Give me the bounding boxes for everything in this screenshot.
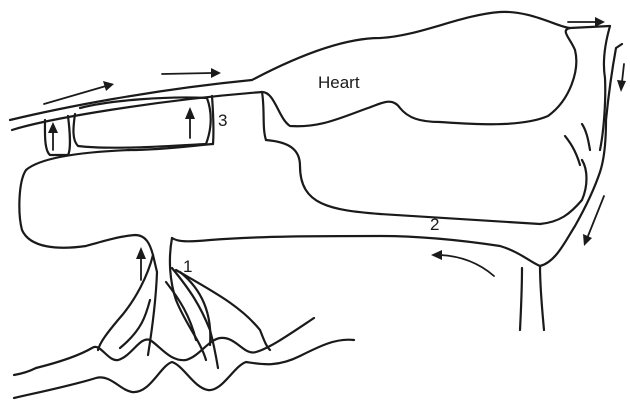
gill-vessel-4: [172, 268, 218, 368]
heart-chamber: [262, 28, 576, 126]
arrow-ventral-left: [431, 250, 494, 276]
gill-vessel-1: [98, 255, 153, 350]
heart-label: Heart: [318, 73, 360, 92]
ventral-vessel-upper-wall: [266, 140, 587, 224]
arrow-top-center: [162, 68, 221, 78]
gill-arch-left: [14, 368, 36, 375]
arrow-up-small-loop: [48, 122, 58, 150]
descending-vessel-left: [520, 268, 522, 330]
gill-arch-lower: [14, 340, 354, 398]
side-branch-upper: [565, 136, 580, 165]
marker-1: 1: [183, 257, 192, 276]
arrow-up-large-loop: [185, 107, 195, 138]
ventral-vessel-lower-wall: [172, 44, 622, 266]
arrow-right-down-upper: [617, 64, 626, 92]
vessel-3-wall-right: [262, 92, 266, 140]
arrow-up-ventral: [136, 247, 146, 280]
descending-vessel-right: [540, 266, 544, 330]
vessel-3-wall-left: [212, 96, 213, 144]
gill-arch-upper: [36, 318, 314, 368]
ventral-vessel-outline: [19, 144, 213, 272]
marker-2: 2: [430, 215, 439, 234]
marker-3: 3: [218, 111, 227, 130]
side-branch-left-twig: [582, 124, 590, 150]
